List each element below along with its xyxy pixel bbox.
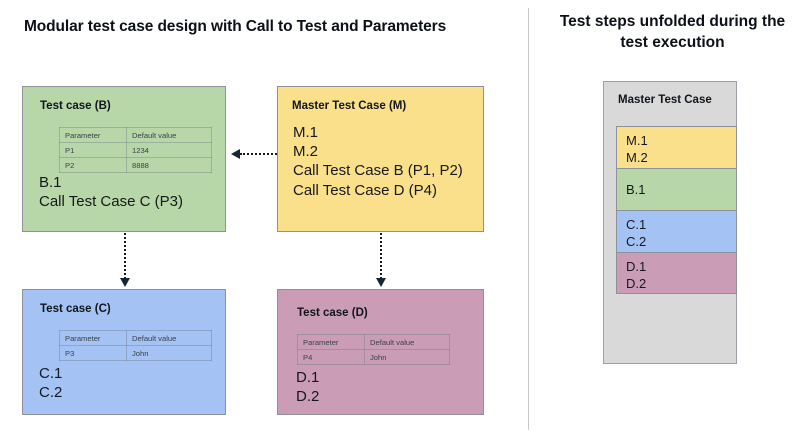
connector-master-to-b bbox=[240, 153, 277, 155]
table-row: P2 8888 bbox=[59, 157, 212, 173]
table-header-row: Parameter Default value bbox=[59, 330, 212, 346]
master-test-case-steps: M.1 M.2 Call Test Case B (P1, P2) Call T… bbox=[293, 124, 463, 199]
param-name: P1 bbox=[59, 142, 127, 158]
execution-panel: Master Test Case M.1 M.2 B.1 C.1 C.2 D.1… bbox=[603, 81, 737, 364]
param-value: 8888 bbox=[126, 157, 212, 173]
arrow-down-icon bbox=[376, 278, 386, 287]
master-test-case-title: Master Test Case (M) bbox=[292, 100, 407, 112]
header-default-value: Default value bbox=[126, 330, 212, 346]
execution-panel-title: Master Test Case bbox=[618, 94, 712, 106]
execution-step-stack: M.1 M.2 B.1 C.1 C.2 D.1 D.2 bbox=[616, 126, 737, 294]
test-case-b-steps: B.1 Call Test Case C (P3) bbox=[39, 174, 183, 211]
test-case-b-box: Test case (B) Parameter Default value P1… bbox=[22, 86, 226, 232]
execution-block-d: D.1 D.2 bbox=[616, 252, 737, 294]
test-case-b-title: Test case (B) bbox=[40, 100, 111, 112]
test-case-c-steps: C.1 C.2 bbox=[39, 365, 63, 402]
connector-master-to-d bbox=[380, 233, 382, 279]
test-case-c-box: Test case (C) Parameter Default value P3… bbox=[22, 289, 226, 415]
arrow-left-icon bbox=[231, 149, 240, 159]
table-row: P1 1234 bbox=[59, 142, 212, 158]
execution-block-m: M.1 M.2 bbox=[616, 126, 737, 168]
header-default-value: Default value bbox=[126, 127, 212, 143]
table-header-row: Parameter Default value bbox=[59, 127, 212, 143]
test-case-d-title: Test case (D) bbox=[297, 307, 368, 319]
param-name: P2 bbox=[59, 157, 127, 173]
header-parameter: Parameter bbox=[59, 127, 127, 143]
table-row: P4 John bbox=[297, 349, 450, 365]
execution-block-c: C.1 C.2 bbox=[616, 210, 737, 252]
master-test-case-box: Master Test Case (M) M.1 M.2 Call Test C… bbox=[277, 86, 484, 232]
table-row: P3 John bbox=[59, 345, 212, 361]
right-panel-title: Test steps unfolded during the test exec… bbox=[559, 13, 786, 51]
test-case-c-title: Test case (C) bbox=[40, 303, 111, 315]
connector-b-to-c bbox=[124, 233, 126, 279]
param-value: 1234 bbox=[126, 142, 212, 158]
header-parameter: Parameter bbox=[59, 330, 127, 346]
execution-block-b: B.1 bbox=[616, 168, 737, 210]
panel-divider bbox=[528, 8, 529, 430]
left-panel-title: Modular test case design with Call to Te… bbox=[24, 18, 447, 35]
test-case-c-parameter-table: Parameter Default value P3 John bbox=[59, 330, 212, 361]
header-default-value: Default value bbox=[364, 334, 450, 350]
param-name: P3 bbox=[59, 345, 127, 361]
table-header-row: Parameter Default value bbox=[297, 334, 450, 350]
header-parameter: Parameter bbox=[297, 334, 365, 350]
test-case-b-parameter-table: Parameter Default value P1 1234 P2 8888 bbox=[59, 127, 212, 173]
param-value: John bbox=[364, 349, 450, 365]
test-case-d-parameter-table: Parameter Default value P4 John bbox=[297, 334, 450, 365]
test-case-d-box: Test case (D) Parameter Default value P4… bbox=[277, 289, 484, 415]
param-value: John bbox=[126, 345, 212, 361]
arrow-down-icon bbox=[120, 278, 130, 287]
param-name: P4 bbox=[297, 349, 365, 365]
test-case-d-steps: D.1 D.2 bbox=[296, 369, 320, 406]
